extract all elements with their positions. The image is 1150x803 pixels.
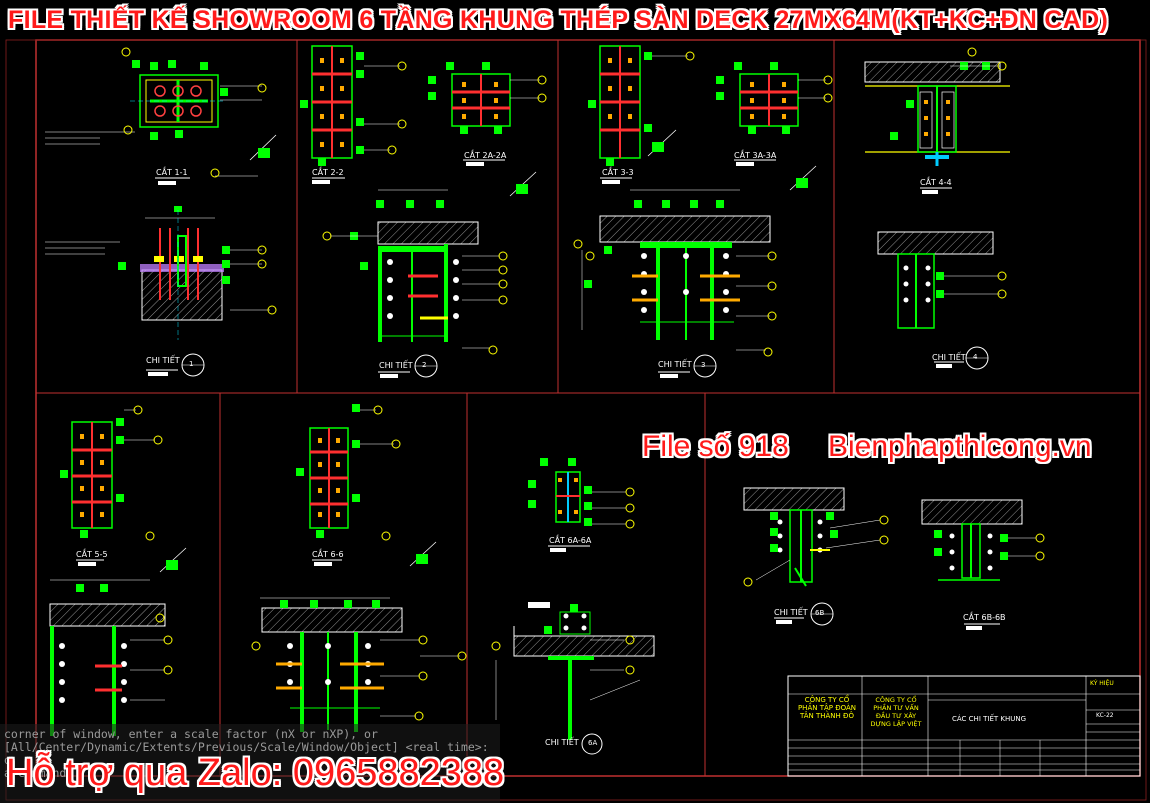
detail-cat-5-5 (60, 405, 187, 573)
command-line-4: a command (4, 766, 67, 780)
title-block-lines (787, 675, 1141, 777)
caption-cat-4-4: CẮT 4-4 (920, 178, 952, 187)
tb-company1: CÔNG TY CỔ PHẦN TẬP ĐOÀN TÂN THÀNH ĐÔ (797, 696, 857, 720)
detail-row2-left-bottom (49, 579, 173, 736)
watermark-site: Bienphapthicong.vn (828, 430, 1092, 463)
caption-cat-2-2: CẮT 2-2 (312, 168, 344, 177)
detail-num-6b: 6B (815, 609, 825, 617)
detail-num-3: 3 (701, 361, 706, 369)
caption-cat-5-5: CẮT 5-5 (76, 550, 108, 559)
detail-num-6a: 6A (588, 739, 598, 747)
detail-cat-2a-2a (428, 62, 547, 197)
detail-cat-6b-6b (921, 499, 1045, 630)
tb-company2: CÔNG TY CỔ PHẦN TƯ VẤN ĐẦU TƯ XÂY DỰNG L… (870, 696, 922, 728)
detail-cat-6-6 (296, 404, 437, 567)
page-title: FILE THIẾT KẾ SHOWROOM 6 TẦNG KHUNG THÉP… (8, 6, 1109, 34)
detail-chi-tiet-4 (877, 231, 1007, 370)
command-line-history[interactable]: corner of window, enter a scale factor (… (0, 724, 500, 803)
detail-cat-3a-3a (716, 62, 833, 191)
caption-chi-tiet-6a: CHI TIẾT (545, 738, 579, 747)
detail-cat-4-4 (864, 47, 1010, 194)
watermark-file-number: File số 918 (642, 430, 789, 463)
caption-chi-tiet-1: CHI TIẾT (146, 356, 180, 365)
detail-bubble-6a (581, 733, 603, 755)
command-line-3: o (4, 753, 11, 767)
tb-label-sign: KÝ HIỆU (1090, 680, 1114, 687)
caption-chi-tiet-6b: CHI TIẾT (774, 608, 808, 617)
caption-cat-3-3: CẮT 3-3 (602, 168, 634, 177)
command-line-1: corner of window, enter a scale factor (… (4, 727, 378, 741)
caption-cat-2a-2a: CẮT 2A-2A (464, 151, 507, 160)
detail-cat-6a-6a (528, 458, 635, 552)
command-line-2: [All/Center/Dynamic/Extents/Previous/Sca… (4, 740, 489, 754)
detail-cat-2-2 (300, 45, 407, 184)
detail-cat-3-3 (588, 45, 695, 184)
detail-num-2: 2 (422, 361, 427, 369)
detail-row2-mid-bottom (251, 597, 467, 732)
detail-chi-tiet-2 (322, 189, 508, 378)
caption-chi-tiet-3: CHI TIẾT (658, 360, 692, 369)
caption-chi-tiet-4: CHI TIẾT (932, 353, 966, 362)
caption-cat-6-6: CẮT 6-6 (312, 550, 344, 559)
caption-chi-tiet-2: CHI TIẾT (379, 361, 413, 370)
detail-num-4: 4 (973, 353, 978, 361)
caption-cat-3a-3a: CẮT 3A-3A (734, 151, 777, 160)
detail-chi-tiet-6b (743, 487, 889, 626)
detail-cat-1-1 (45, 47, 277, 185)
caption-cat-6a-6a: CẮT 6A-6A (549, 536, 592, 545)
detail-chi-tiet-1 (45, 206, 277, 377)
caption-cat-6b-6b: CẮT 6B-6B (963, 613, 1006, 622)
tb-drawing-name: CÁC CHI TIẾT KHUNG (952, 715, 1027, 723)
watermark-zalo-support: Hỗ trợ qua Zalo: 0965882388 (6, 752, 505, 794)
caption-cat-1-1: CẮT 1-1 (156, 168, 188, 177)
detail-num-1: 1 (189, 360, 194, 368)
tb-drawing-no: KC-22 (1096, 712, 1114, 719)
detail-chi-tiet-6a (491, 602, 655, 740)
detail-chi-tiet-3 (573, 189, 777, 378)
